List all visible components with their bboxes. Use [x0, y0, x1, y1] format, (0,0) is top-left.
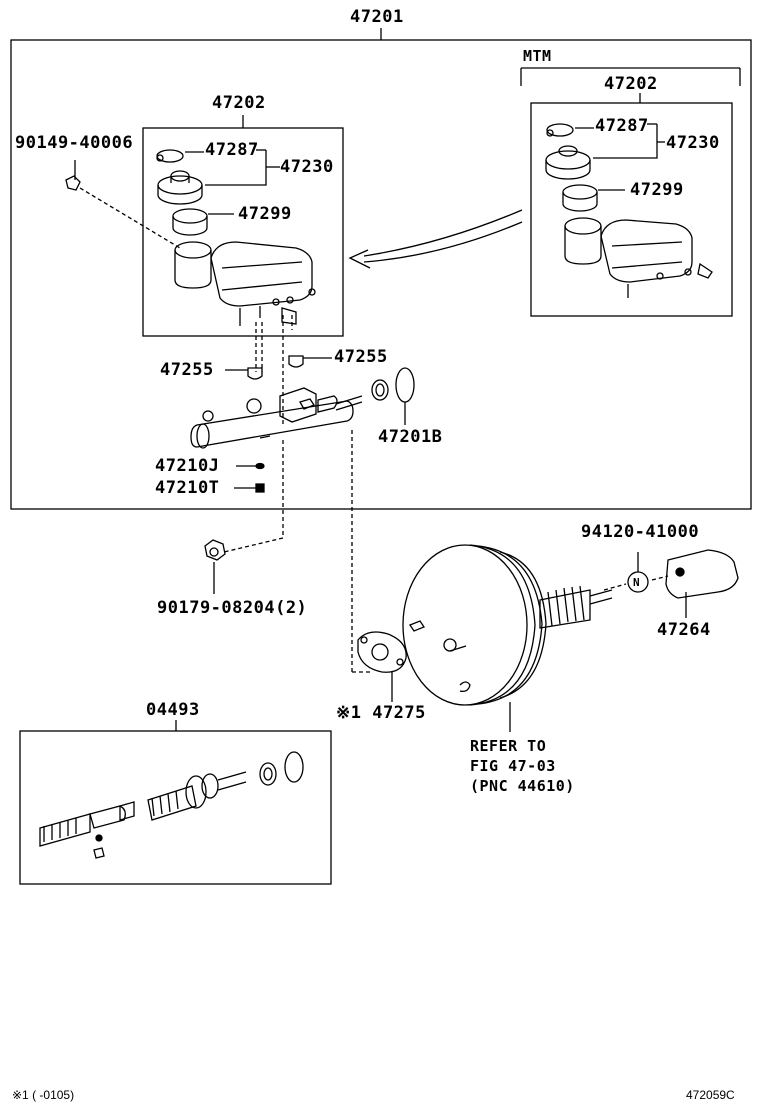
- part-label-47255-left[interactable]: 47255: [160, 360, 214, 380]
- footnote: ※1 ( -0105): [12, 1088, 75, 1102]
- part-label-47202-right[interactable]: 47202: [604, 74, 658, 94]
- assembly-frame-47201: [10, 28, 752, 510]
- n-symbol-label: N: [633, 576, 641, 589]
- figure-code: 472059C: [686, 1088, 735, 1102]
- small-pin: [236, 462, 265, 470]
- part-label-47299-left[interactable]: 47299: [238, 204, 292, 224]
- reservoir-tank-right: [564, 217, 713, 298]
- part-label-47201[interactable]: 47201: [350, 7, 404, 27]
- part-label-47275[interactable]: ※1 47275: [336, 703, 426, 723]
- part-label-47287-left[interactable]: 47287: [205, 140, 259, 160]
- brake-booster: [402, 544, 613, 732]
- kit-piston-primary: [39, 801, 135, 859]
- part-label-47299-right[interactable]: 47299: [630, 180, 684, 200]
- n-symbol: [627, 552, 649, 593]
- reservoir-box-right: [530, 93, 733, 317]
- mtm-bracket: [520, 67, 741, 86]
- part-label-47210t[interactable]: 47210T: [155, 478, 220, 498]
- seal-ring: [371, 379, 389, 401]
- reservoir-box-left: [142, 115, 344, 337]
- part-label-47287-right[interactable]: 47287: [595, 116, 649, 136]
- cap-ring-left: [156, 149, 204, 163]
- kit-piston-secondary: [147, 771, 247, 821]
- part-label-90179-08204[interactable]: 90179-08204(2): [157, 598, 308, 618]
- o-ring-47201b: [395, 367, 415, 425]
- kit-o-ring: [284, 751, 304, 783]
- refer-line-1: REFER TO: [470, 737, 547, 755]
- kit-seal-ring: [259, 762, 277, 786]
- part-label-47201b[interactable]: 47201B: [378, 427, 443, 447]
- small-screw: [234, 483, 265, 493]
- nut-90179: [204, 539, 226, 594]
- part-label-47210j[interactable]: 47210J: [155, 456, 220, 476]
- grommet-right: [288, 355, 332, 368]
- dashed-leaders: [223, 315, 669, 673]
- reservoir-cap-right: [545, 123, 665, 180]
- mtm-label: MTM: [523, 47, 552, 65]
- part-label-47202-left[interactable]: 47202: [212, 93, 266, 113]
- cap-ring-right: [546, 123, 594, 137]
- part-label-04493[interactable]: 04493: [146, 700, 200, 720]
- reservoir-cap-left: [157, 149, 280, 205]
- gasket-47275: [357, 631, 407, 702]
- refer-line-3: (PNC 44610): [470, 777, 575, 795]
- part-label-47255-right[interactable]: 47255: [334, 347, 388, 367]
- reservoir-tank-left: [174, 241, 316, 326]
- bolt-90149: [65, 160, 181, 249]
- part-label-47264[interactable]: 47264: [657, 620, 711, 640]
- part-label-94120-41000[interactable]: 94120-41000: [581, 522, 700, 542]
- kit-box-04493: [19, 720, 332, 885]
- grommet-left: [225, 367, 263, 380]
- reference-arrow: [348, 209, 523, 269]
- part-label-90149-40006[interactable]: 90149-40006: [15, 133, 134, 153]
- part-label-47230-right[interactable]: 47230: [666, 133, 720, 153]
- strainer-right: [562, 184, 625, 212]
- part-label-47230-left[interactable]: 47230: [280, 157, 334, 177]
- refer-line-2[interactable]: FIG 47-03: [470, 757, 556, 775]
- clevis-47264: [665, 549, 739, 618]
- strainer-left: [172, 208, 234, 236]
- master-cylinder: [190, 387, 363, 449]
